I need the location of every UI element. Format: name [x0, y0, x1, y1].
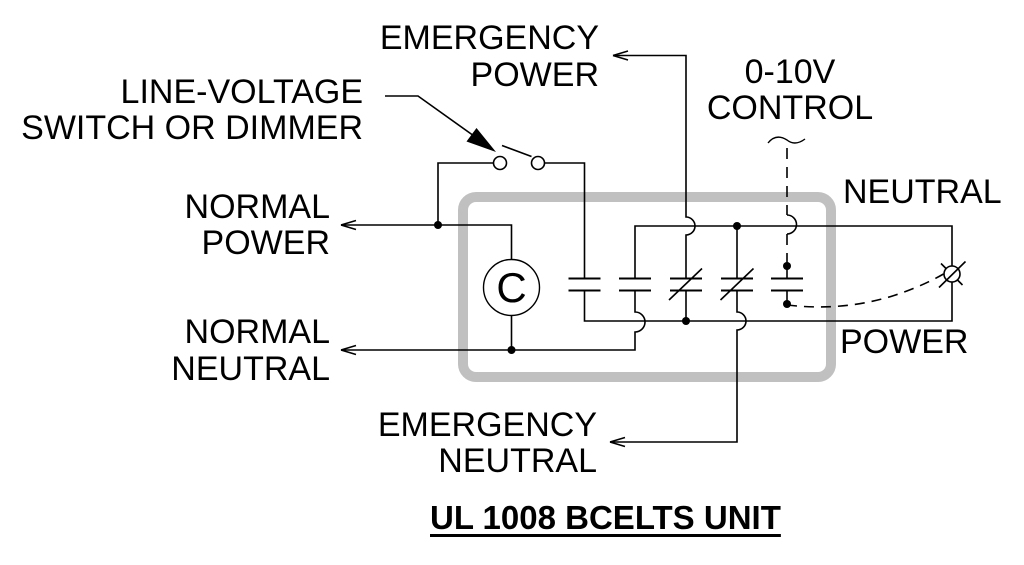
contact-4-slash: [719, 267, 755, 301]
line-voltage-switch-label: LINE-VOLTAGE SWITCH OR DIMMER: [21, 74, 363, 146]
dimming-dashed-wire: [786, 273, 944, 308]
switch-label-leader: [385, 95, 496, 152]
arrow-left-icon: [609, 436, 626, 448]
junction-dots: [434, 221, 791, 354]
control-label: 0-10V CONTROL: [705, 54, 875, 126]
unit-box-outline: [458, 192, 836, 382]
arrow-left-icon: [612, 50, 629, 61]
coil-letter: C: [496, 264, 526, 311]
normal-power-wire: [340, 219, 513, 260]
emergency-power-label: EMERGENCY POWER: [380, 20, 599, 94]
switch-terminal: [530, 155, 546, 171]
emergency-neutral-line1: EMERGENCY: [377, 406, 597, 444]
contact-5: [771, 277, 803, 292]
emergency-neutral-line2: NEUTRAL: [438, 442, 597, 480]
normal-neutral-line1: NORMAL: [184, 313, 330, 351]
switch-blade: [501, 144, 532, 158]
switch-terminal: [492, 155, 508, 171]
lamp-symbol: [938, 260, 967, 289]
line-break-squiggle-icon: [767, 136, 806, 144]
normal-power-line1: NORMAL: [184, 188, 330, 226]
normal-neutral-line2: NEUTRAL: [171, 350, 330, 388]
switch-right-wire: [544, 162, 586, 279]
arrow-left-icon: [340, 344, 357, 356]
diagram-title: UL 1008 BCELTS UNIT: [430, 499, 781, 536]
normal-neutral-wire: [340, 290, 646, 356]
power-right-label: POWER: [840, 323, 969, 361]
control-line2: CONTROL: [706, 89, 874, 127]
control-dashed-wire: [786, 148, 798, 279]
switch-left-wire: [437, 162, 494, 225]
normal-power-label: NORMAL POWER: [185, 189, 330, 261]
normal-neutral-label: NORMAL NEUTRAL: [171, 314, 330, 388]
contactor-coil-symbol: [482, 258, 541, 350]
line-voltage-line1: LINE-VOLTAGE: [120, 73, 363, 111]
emergency-power-wire: [612, 50, 696, 279]
arrow-left-icon: [340, 219, 357, 231]
neutral-power-bus: [583, 225, 953, 322]
neutral-right-label: NEUTRAL: [843, 173, 1002, 211]
emergency-neutral-wire: [609, 290, 747, 448]
contact-1: [568, 277, 601, 292]
arrowhead-icon: [466, 128, 496, 152]
emergency-neutral-label: EMERGENCY NEUTRAL: [378, 407, 597, 479]
emergency-power-line2: POWER: [470, 56, 599, 94]
contact-3-slash: [668, 267, 703, 301]
line-voltage-line2: SWITCH OR DIMMER: [21, 109, 363, 147]
emergency-power-line1: EMERGENCY: [379, 19, 599, 57]
contact-2: [619, 277, 651, 292]
control-line1: 0-10V: [744, 53, 836, 91]
line-voltage-switch-symbol: [437, 144, 586, 279]
normal-power-line2: POWER: [201, 224, 330, 262]
